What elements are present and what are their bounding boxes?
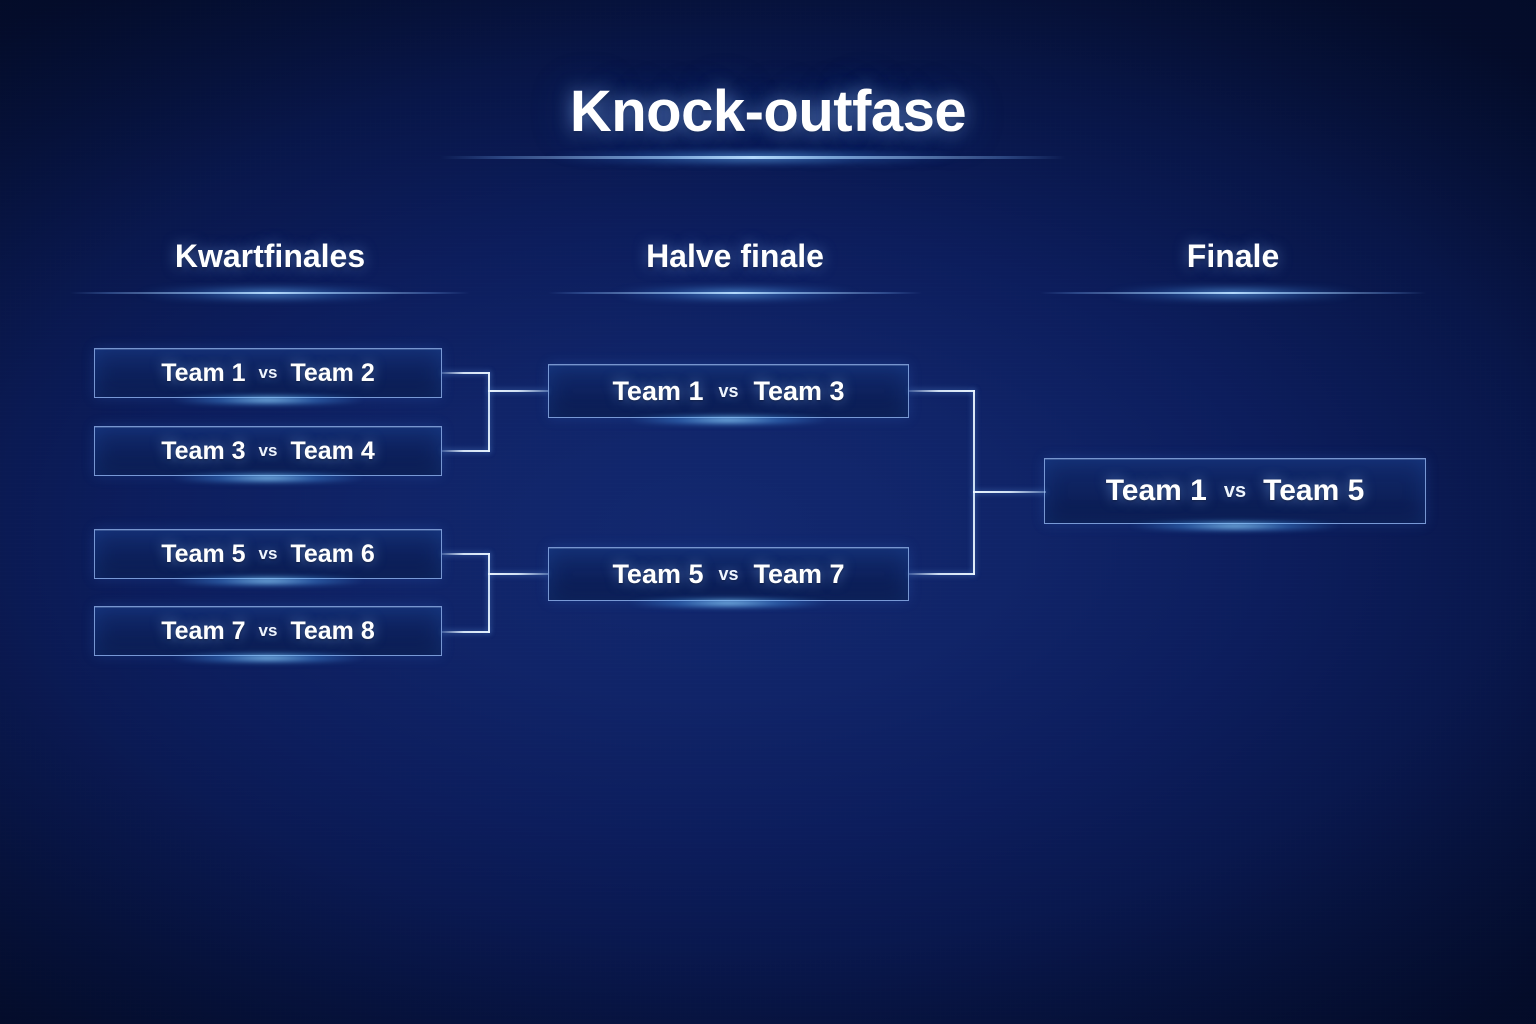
vs-label: vs bbox=[258, 441, 278, 460]
vs-label: vs bbox=[1223, 479, 1247, 502]
match-box-sf-2[interactable]: Team 5 vs Team 7 bbox=[548, 547, 909, 601]
match-box-qf-1[interactable]: Team 1 vs Team 2 bbox=[94, 348, 442, 398]
connector-to-sf2 bbox=[488, 573, 548, 575]
vs-label: vs bbox=[258, 363, 278, 382]
connector-qf-pair2-vertical bbox=[488, 553, 490, 633]
match-box-qf-4[interactable]: Team 7 vs Team 8 bbox=[94, 606, 442, 656]
round-header-semifinals: Halve finale bbox=[646, 238, 824, 274]
team-home: Team 1 bbox=[612, 375, 704, 406]
round-header-underline-semifinals bbox=[548, 292, 922, 294]
vs-label: vs bbox=[258, 621, 278, 640]
team-away: Team 6 bbox=[290, 539, 375, 568]
connector-qf-pair1-vertical bbox=[488, 372, 490, 452]
page-title: Knock-outfase bbox=[569, 79, 967, 144]
connector-to-sf1 bbox=[488, 390, 548, 392]
round-header-quarterfinals: Kwartfinales bbox=[174, 238, 366, 274]
team-home: Team 3 bbox=[161, 436, 246, 465]
connector-qf1-out bbox=[442, 372, 490, 374]
vs-label: vs bbox=[718, 380, 739, 401]
connector-qf3-out bbox=[442, 553, 490, 555]
team-away: Team 2 bbox=[290, 358, 375, 387]
team-home: Team 5 bbox=[612, 558, 704, 589]
connector-qf2-out bbox=[442, 450, 490, 452]
match-box-qf-2[interactable]: Team 3 vs Team 4 bbox=[94, 426, 442, 476]
round-header-underline-quarterfinals bbox=[70, 292, 470, 294]
vs-label: vs bbox=[258, 544, 278, 563]
team-away: Team 7 bbox=[753, 558, 845, 589]
team-away: Team 3 bbox=[753, 375, 845, 406]
connector-sf-pair-vertical bbox=[973, 390, 975, 575]
match-box-sf-1[interactable]: Team 1 vs Team 3 bbox=[548, 364, 909, 418]
vs-label: vs bbox=[718, 563, 739, 584]
team-away: Team 5 bbox=[1263, 474, 1365, 507]
match-box-qf-3[interactable]: Team 5 vs Team 6 bbox=[94, 529, 442, 579]
round-header-underline-final bbox=[1040, 292, 1426, 294]
connector-sf2-out bbox=[909, 573, 975, 575]
title-divider bbox=[440, 156, 1066, 159]
match-box-final[interactable]: Team 1 vs Team 5 bbox=[1044, 458, 1426, 524]
connector-sf1-out bbox=[909, 390, 975, 392]
team-home: Team 1 bbox=[161, 358, 246, 387]
team-home: Team 5 bbox=[161, 539, 246, 568]
team-home: Team 1 bbox=[1105, 474, 1207, 507]
team-home: Team 7 bbox=[161, 616, 246, 645]
team-away: Team 8 bbox=[290, 616, 375, 645]
round-header-final: Finale bbox=[1186, 238, 1280, 274]
team-away: Team 4 bbox=[290, 436, 375, 465]
connector-to-final bbox=[973, 491, 1046, 493]
connector-qf4-out bbox=[442, 631, 490, 633]
